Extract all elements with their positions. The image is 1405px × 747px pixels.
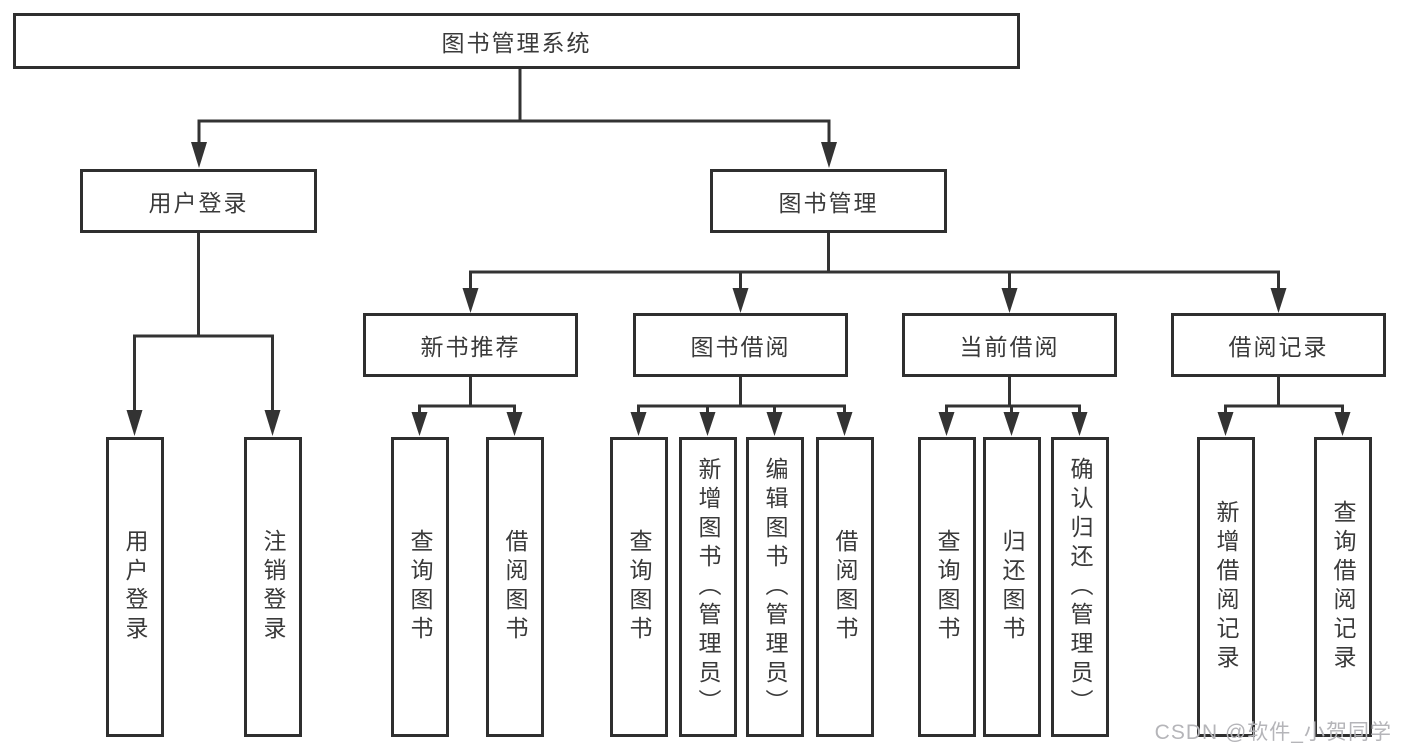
connector-user-login-to-leaves: [126, 233, 281, 436]
connector-book-borrow-to-leaves: [630, 377, 853, 436]
connector-book-management-to-level3: [462, 233, 1287, 313]
leaf-add-books-admin: 新增图书（管理员）: [678, 437, 737, 737]
leaf-confirm-return-admin: 确认归还（管理员）: [1050, 437, 1109, 737]
leaf-borrow-books-recommend-label: 借阅图书: [502, 529, 528, 645]
node-user-login: 用户登录: [80, 169, 317, 233]
leaf-borrow-books-recommend: 借阅图书: [485, 437, 544, 737]
leaf-query-books-recommend: 查询图书: [390, 437, 449, 737]
leaf-add-borrow-record: 新增借阅记录: [1196, 437, 1255, 737]
leaf-add-borrow-record-label: 新增借阅记录: [1213, 500, 1239, 674]
leaf-borrow-books: 借阅图书: [815, 437, 874, 737]
leaf-return-books-label: 归还图书: [999, 529, 1025, 645]
leaf-borrow-books-label: 借阅图书: [832, 529, 858, 645]
leaf-return-books: 归还图书: [982, 437, 1041, 737]
leaf-query-borrow-record-label: 查询借阅记录: [1330, 500, 1356, 674]
node-library-system-label: 图书管理系统: [441, 30, 592, 56]
connector-current-borrow-to-leaves: [938, 377, 1088, 436]
leaf-logout-label: 注销登录: [260, 529, 286, 645]
node-user-login-label: 用户登录: [148, 190, 249, 216]
node-borrow-records: 借阅记录: [1171, 313, 1386, 377]
node-book-borrow: 图书借阅: [633, 313, 848, 377]
node-current-borrow: 当前借阅: [902, 313, 1117, 377]
leaf-logout: 注销登录: [243, 437, 302, 737]
node-book-borrow-label: 图书借阅: [690, 334, 791, 360]
leaf-edit-books-admin-label: 编辑图书（管理员）: [762, 456, 788, 718]
leaf-query-borrow-record: 查询借阅记录: [1313, 437, 1372, 737]
node-book-management: 图书管理: [710, 169, 947, 233]
leaf-query-books-borrow: 查询图书: [609, 437, 668, 737]
node-library-system: 图书管理系统: [13, 13, 1020, 69]
node-new-book-recommend-label: 新书推荐: [420, 334, 521, 360]
node-current-borrow-label: 当前借阅: [959, 334, 1060, 360]
leaf-query-books-current-label: 查询图书: [934, 529, 960, 645]
leaf-confirm-return-admin-label: 确认归还（管理员）: [1067, 456, 1093, 718]
connector-root-to-level2: [191, 69, 837, 168]
csdn-watermark: CSDN @软件_小贺同学: [1154, 721, 1392, 744]
connector-new-book-recommend-to-leaves: [411, 377, 523, 436]
node-borrow-records-label: 借阅记录: [1228, 334, 1329, 360]
leaf-user-login-label: 用户登录: [122, 529, 148, 645]
leaf-query-books-borrow-label: 查询图书: [626, 529, 652, 645]
leaf-query-books-recommend-label: 查询图书: [407, 529, 433, 645]
leaf-query-books-current: 查询图书: [917, 437, 976, 737]
connector-borrow-records-to-leaves: [1217, 377, 1351, 436]
leaf-user-login: 用户登录: [105, 437, 164, 737]
node-new-book-recommend: 新书推荐: [363, 313, 578, 377]
node-book-management-label: 图书管理: [778, 190, 879, 216]
leaf-edit-books-admin: 编辑图书（管理员）: [745, 437, 804, 737]
leaf-add-books-admin-label: 新增图书（管理员）: [695, 456, 721, 718]
